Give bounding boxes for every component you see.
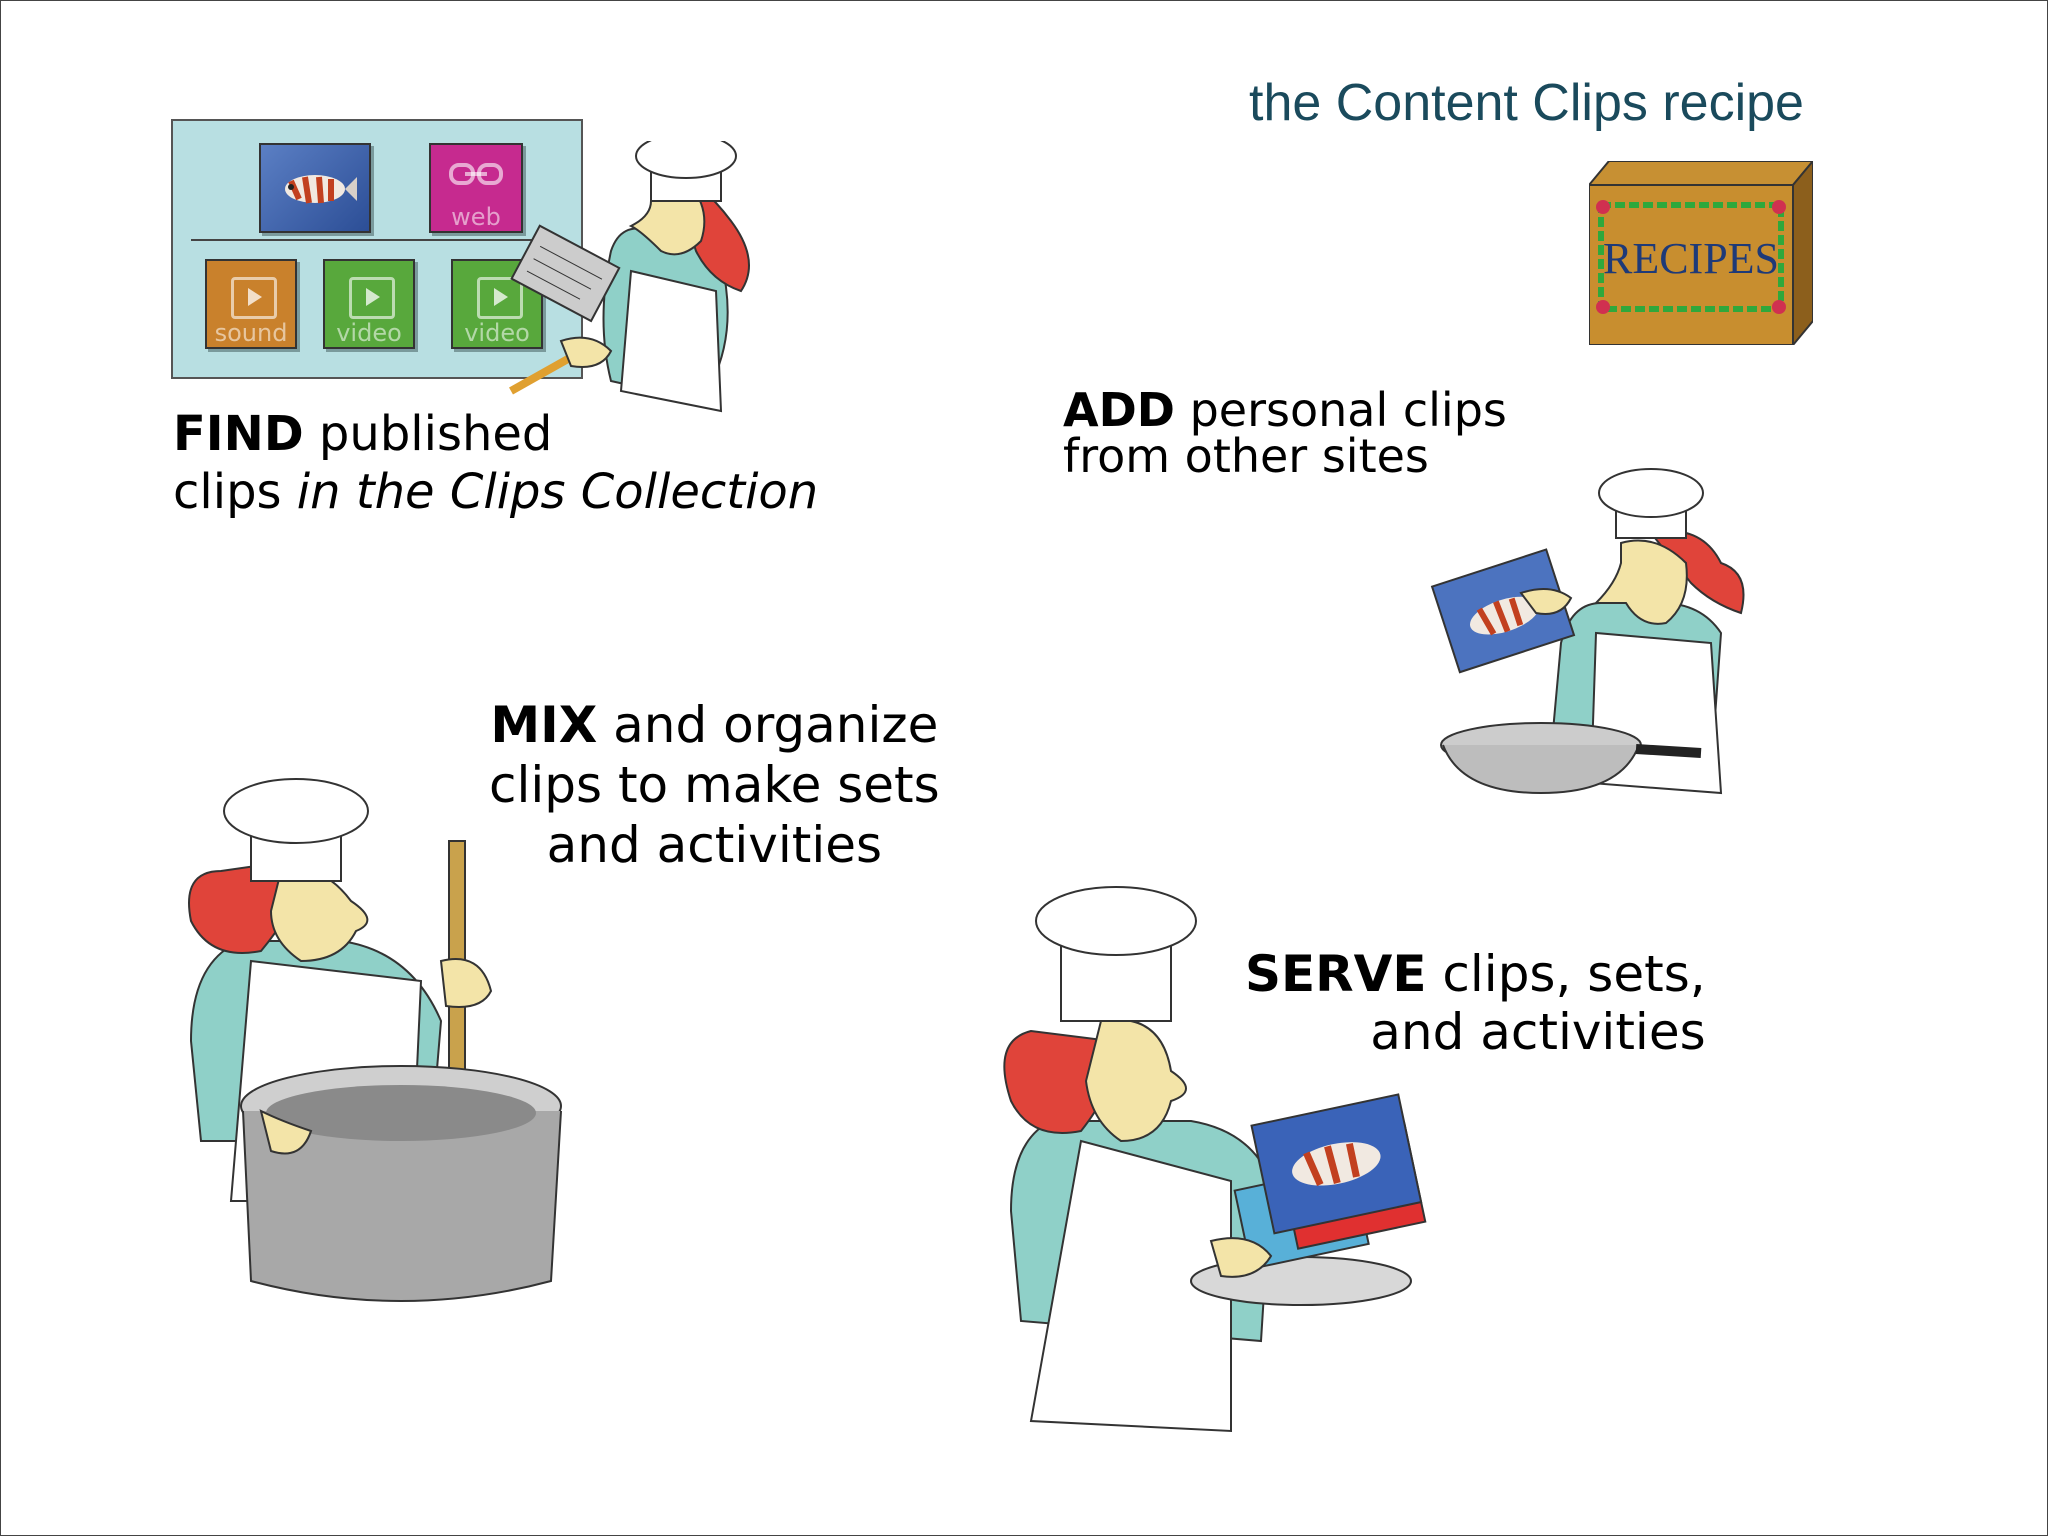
sound-clip: sound: [205, 259, 297, 349]
chef-serving-illustration: [1003, 886, 1427, 1433]
fish-image-clip: [259, 143, 371, 233]
chef-stirring-pot-illustration: [188, 778, 562, 1302]
tile-label: video: [336, 319, 402, 347]
find-line2-plain: clips: [173, 464, 297, 520]
find-line1-rest: published: [303, 406, 553, 462]
serve-line2: and activities: [1370, 1003, 1706, 1061]
clips-collection-panel: web sound video video: [171, 119, 583, 379]
add-keyword: ADD: [1063, 383, 1175, 437]
add-line2: from other sites: [1063, 429, 1429, 483]
mix-line3: and activities: [546, 816, 883, 874]
tile-label: sound: [214, 319, 288, 347]
fish-image-icon: [285, 175, 357, 204]
serve-keyword: SERVE: [1245, 945, 1427, 1003]
play-icon: [477, 277, 523, 319]
page-title: the Content Clips recipe: [1249, 74, 1804, 132]
play-icon: [349, 277, 395, 319]
chef-with-clipboard-illustration: [509, 141, 750, 413]
play-icon: [231, 277, 277, 319]
video-clip: video: [323, 259, 415, 349]
add-line1-rest: personal clips: [1174, 383, 1507, 437]
tile-label: video: [464, 319, 530, 347]
web-clip: web: [429, 143, 523, 233]
chef-with-pan-illustration: [1430, 468, 1745, 795]
find-line2-italic: in the Clips Collection: [296, 464, 819, 520]
serve-step-text: SERVE clips, sets, and activities: [1245, 945, 1706, 1061]
divider: [191, 239, 561, 241]
find-step-text: FIND published clips in the Clips Collec…: [173, 405, 818, 521]
find-keyword: FIND: [173, 406, 304, 462]
link-icon: [449, 163, 503, 185]
tile-label: web: [451, 203, 501, 231]
recipe-box-illustration: RECIPES: [1589, 161, 1813, 345]
recipe-box-label: RECIPES: [1603, 234, 1779, 283]
video-clip: video: [451, 259, 543, 349]
mix-keyword: MIX: [490, 696, 598, 754]
add-step-text: ADD personal clips from other sites: [1063, 387, 1507, 479]
mix-line2: clips to make sets: [489, 756, 940, 814]
serve-line1-rest: clips, sets,: [1426, 945, 1706, 1003]
mix-step-text: MIX and organize clips to make sets and …: [489, 695, 940, 875]
mix-line1-rest: and organize: [597, 696, 939, 754]
